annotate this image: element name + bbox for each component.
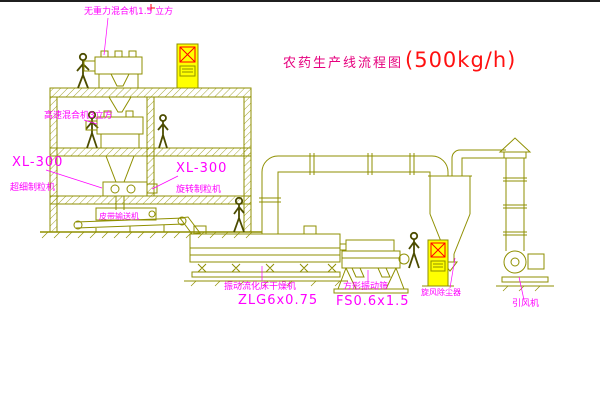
worker-figure <box>157 114 169 149</box>
label-dryer-name: 振动流化床干燥机 <box>224 282 297 292</box>
conveyor-discharge-chute <box>179 216 201 235</box>
gravity-free-mixer <box>83 50 143 113</box>
worker-figure <box>233 196 245 233</box>
worker-figures <box>76 52 420 269</box>
induced-draft-fan <box>496 250 554 292</box>
rotary-granulator <box>95 181 158 221</box>
worker-figure <box>76 52 90 89</box>
fluid-bed-dryer <box>184 225 348 287</box>
top-border-line <box>0 0 600 2</box>
stack-flanges <box>503 177 527 236</box>
label-left-granulator-name: 超细制粒机 <box>10 183 56 193</box>
exhaust-duct <box>259 153 449 234</box>
control-cabinet-floor <box>422 239 454 287</box>
duct-flange <box>259 197 281 203</box>
red-point-marker <box>147 4 155 12</box>
label-leader-lines <box>45 17 525 301</box>
title-text: 农药生产线流程图 <box>283 56 404 71</box>
worker-figure <box>85 110 99 149</box>
label-mid-granulator-model: XL-300 <box>176 161 228 176</box>
label-top-mixer: 无重力混合机1.5 立方 <box>84 7 174 17</box>
exhaust-stack <box>498 137 532 251</box>
label-mid-granulator-name: 旋转制粒机 <box>176 185 222 195</box>
duct-flanges <box>309 153 415 175</box>
title-capacity: (500kg/h) <box>405 48 517 72</box>
vibration-springs <box>197 263 337 273</box>
label-left-granulator-model: XL-300 <box>12 155 64 170</box>
ground-hatch <box>41 231 253 239</box>
label-dryer-model: ZLG6x0.75 <box>238 293 319 308</box>
cyclone-outlet-pipe <box>451 149 506 176</box>
label-sieve-model: FS0.6x1.5 <box>336 294 410 309</box>
label-fan: 引风机 <box>512 299 540 309</box>
worker-figure <box>408 231 420 269</box>
control-cabinet-top <box>176 43 199 89</box>
label-cyclone: 旋风除尘器 <box>421 288 461 297</box>
label-mid-mixer: 高速混合机3立方 <box>44 111 113 121</box>
sieve-feed-chute <box>340 243 346 251</box>
belt-conveyor <box>73 216 201 235</box>
label-belt-conveyor: 皮带输送机 <box>99 212 139 221</box>
drawing-title: 农药生产线流程图 (500kg/h) <box>283 48 516 72</box>
square-vibrating-sieve <box>333 239 410 294</box>
building-frame <box>40 87 262 239</box>
label-sieve-name: 方形振动筛 <box>343 282 389 292</box>
